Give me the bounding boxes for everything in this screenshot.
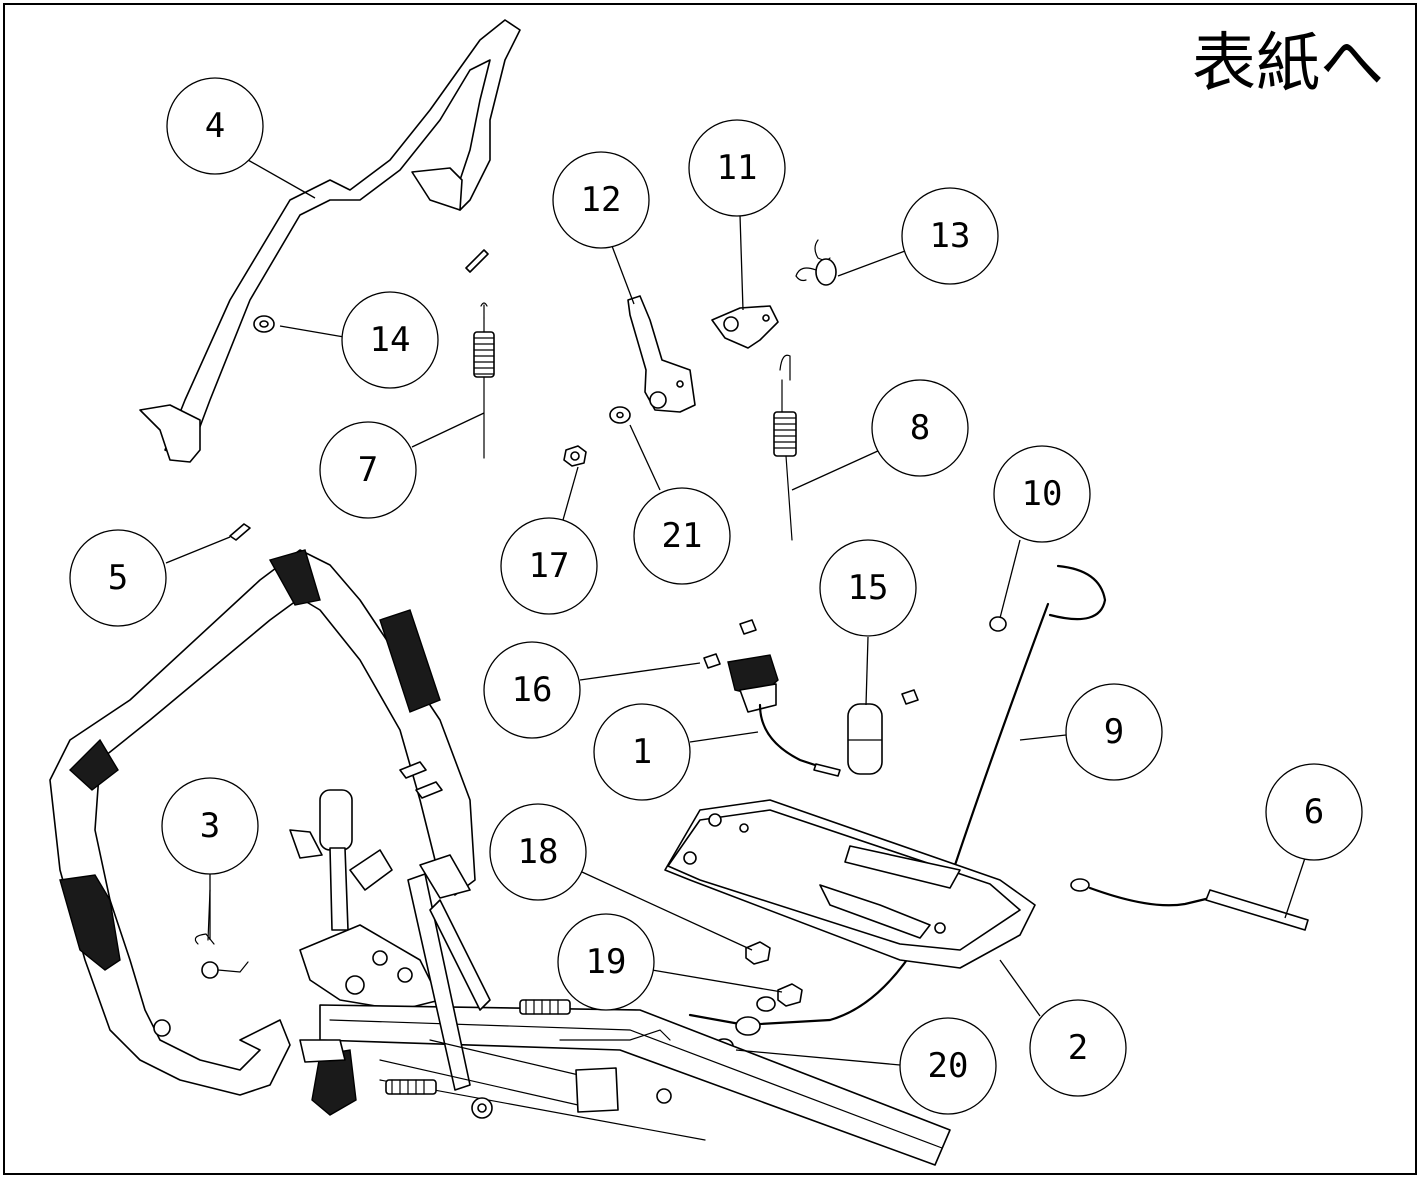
callout-label: 12 (581, 180, 622, 220)
part-11-bracket (711, 305, 779, 349)
callout-15: 15 (819, 539, 917, 637)
part-9-rod (688, 564, 1107, 1036)
part-4-pin (465, 249, 489, 273)
callout-label: 18 (518, 832, 559, 872)
callout-label: 1 (632, 732, 652, 772)
callout-6: 6 (1265, 763, 1363, 861)
callout-label: 7 (358, 450, 378, 490)
callout-11: 11 (688, 119, 786, 217)
callout-3: 3 (161, 777, 259, 875)
callout-12: 12 (552, 151, 650, 249)
callout-8: 8 (871, 379, 969, 477)
central-mechanism (289, 789, 951, 1166)
part-2-cover-plate (664, 799, 1036, 969)
callout-2: 2 (1029, 999, 1127, 1097)
callout-21: 21 (633, 487, 731, 585)
cover-page-link[interactable]: 表紙へ (1192, 27, 1384, 101)
callout-13: 13 (901, 187, 999, 285)
callout-label: 2 (1068, 1028, 1088, 1068)
part-14-washer (253, 315, 275, 333)
callout-16: 16 (483, 641, 581, 739)
part-15-knob (847, 703, 883, 775)
callout-14: 14 (341, 291, 439, 389)
callout-label: 8 (910, 408, 930, 448)
callout-7: 7 (319, 421, 417, 519)
callout-17: 17 (500, 517, 598, 615)
part-16-bolts (703, 619, 919, 705)
part-1-switch (727, 654, 841, 777)
part-4-handle-arm (139, 19, 521, 463)
callout-label: 14 (370, 320, 411, 360)
callout-19: 19 (557, 913, 655, 1011)
part-7-spring (473, 302, 495, 459)
callout-label: 19 (586, 942, 627, 982)
callout-label: 21 (662, 516, 703, 556)
callout-label: 17 (529, 546, 570, 586)
part-17-nut (563, 445, 587, 467)
callout-label: 16 (512, 670, 553, 710)
main-handle-frame (49, 549, 476, 1096)
callout-4: 4 (166, 77, 264, 175)
callout-5: 5 (69, 529, 167, 627)
callout-label: 13 (930, 216, 971, 256)
part-10-cap (989, 616, 1007, 632)
part-5-clip (229, 523, 251, 541)
part-6-wire (1070, 878, 1309, 931)
callout-label: 6 (1304, 792, 1324, 832)
callout-label: 9 (1104, 712, 1124, 752)
leader-lines (165, 159, 1306, 1066)
callout-1: 1 (593, 703, 691, 801)
callout-10: 10 (993, 445, 1091, 543)
part-13-torsion-spring (795, 239, 837, 286)
callout-label: 11 (717, 148, 758, 188)
callout-18: 18 (489, 803, 587, 901)
part-21-washer (609, 406, 631, 424)
part-8-spring (773, 354, 797, 541)
callout-20: 20 (899, 1017, 997, 1115)
callout-label: 15 (848, 568, 889, 608)
part-12-lever-plate (627, 295, 696, 413)
callout-label: 10 (1022, 474, 1063, 514)
part-18-nut (745, 941, 771, 965)
handle-rods (399, 761, 443, 799)
callout-label: 3 (200, 806, 220, 846)
callout-label: 5 (108, 558, 128, 598)
callout-9: 9 (1065, 683, 1163, 781)
callout-label: 4 (205, 106, 225, 146)
callout-label: 20 (928, 1046, 969, 1086)
part-3-clip (194, 889, 249, 979)
part-19-nuts (756, 983, 803, 1012)
